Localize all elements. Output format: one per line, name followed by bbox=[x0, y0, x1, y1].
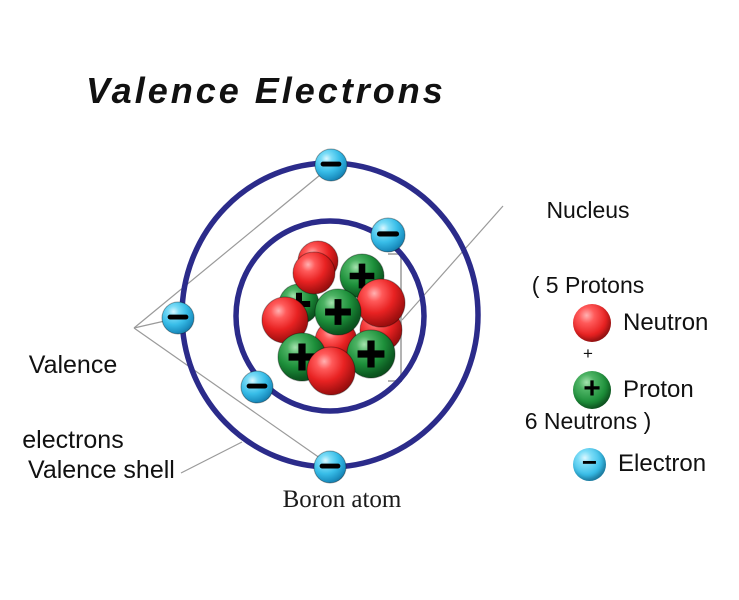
plus-sign bbox=[325, 299, 351, 325]
valence-electrons-label: Valence electrons bbox=[18, 303, 128, 503]
inner-electron-shell bbox=[233, 218, 427, 414]
plus-sign bbox=[349, 263, 375, 289]
legend-label-proton: Proton bbox=[623, 376, 694, 403]
plus-sign bbox=[288, 343, 316, 371]
neutron-sphere bbox=[306, 346, 356, 396]
legend-label-electron: Electron bbox=[618, 450, 707, 477]
nucleus-pointer bbox=[401, 205, 504, 321]
proton-sphere bbox=[346, 329, 396, 379]
valence-electrons-label-line1: Valence bbox=[28, 351, 118, 379]
valence-shell-pointer bbox=[180, 441, 243, 474]
electron-legend-icon: − bbox=[573, 447, 606, 481]
legend-label-neutron: Neutron bbox=[623, 309, 709, 336]
atom-name-label: Boron atom bbox=[282, 486, 402, 513]
nucleus-bracket bbox=[388, 253, 402, 382]
minus-sign: − bbox=[581, 447, 598, 477]
legend-item-electron: − Electron bbox=[573, 444, 706, 484]
nucleus-label-line2: ( 5 Protons bbox=[531, 272, 645, 298]
neutron-sphere bbox=[356, 278, 406, 328]
proton-sphere bbox=[314, 288, 362, 336]
valence-shell-label: Valence shell bbox=[28, 456, 175, 484]
electron-sphere bbox=[161, 301, 195, 335]
nucleus-label-line4: 6 Neutrons ) bbox=[524, 408, 652, 434]
valence-electrons-pointer-top bbox=[133, 165, 332, 329]
valence-electrons-label-line2: electrons bbox=[22, 426, 124, 454]
electron-sphere bbox=[370, 217, 406, 253]
electron-sphere bbox=[313, 450, 347, 484]
plus-sign bbox=[357, 340, 385, 368]
legend-item-neutron: Neutron bbox=[573, 303, 708, 343]
nucleus-label-plus: + bbox=[583, 344, 593, 363]
plus-sign: + bbox=[583, 371, 601, 405]
electron-sphere bbox=[240, 370, 274, 404]
neutron-sphere bbox=[292, 251, 336, 295]
nucleus-label-line1: Nucleus bbox=[546, 197, 630, 223]
legend-item-proton: + Proton bbox=[573, 370, 694, 410]
neutron-body bbox=[292, 251, 336, 295]
page-title: Valence Electrons bbox=[86, 70, 446, 111]
neutron-body bbox=[306, 346, 356, 396]
valence-electrons-pointer-bottom bbox=[133, 327, 328, 464]
neutron-body bbox=[356, 278, 406, 328]
electron-sphere bbox=[314, 148, 348, 182]
nucleus-label: Nucleus ( 5 Protons + 6 Neutrons ) bbox=[498, 148, 678, 484]
proton-legend-icon: + bbox=[573, 371, 611, 409]
neutron-legend-icon bbox=[573, 304, 611, 342]
